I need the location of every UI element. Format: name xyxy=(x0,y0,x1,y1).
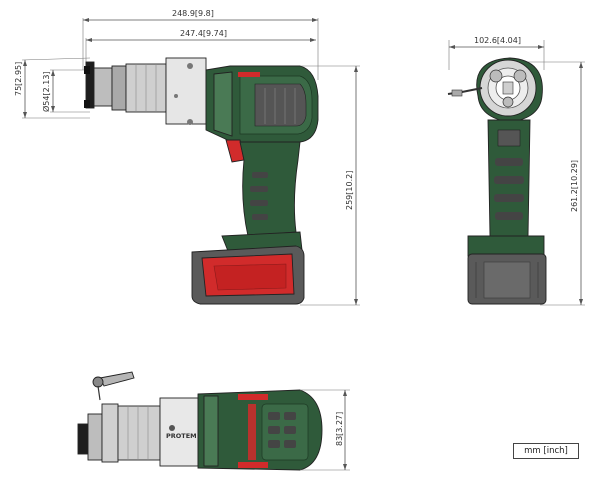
brand-label: PROTEM xyxy=(166,432,197,440)
front-grip xyxy=(487,119,531,237)
front-head xyxy=(447,57,543,123)
top-chuck: PROTEM xyxy=(77,397,199,467)
side-motor-body xyxy=(205,65,319,143)
front-view: 102.6[4.04] 261.2[10.29] xyxy=(447,36,585,306)
dim-label-overall-length: 248.9[9.8] xyxy=(172,9,214,18)
top-lever xyxy=(92,371,135,401)
dim-label-front-height: 261.2[10.29] xyxy=(570,160,579,212)
unit-legend: mm [inch] xyxy=(513,443,579,459)
side-battery xyxy=(191,231,305,305)
front-battery xyxy=(467,235,547,305)
side-handle xyxy=(225,139,301,237)
dim-label-top-height: 83[3.27] xyxy=(335,412,344,446)
top-motor xyxy=(197,389,323,471)
dim-label-front-width: 102.6[4.04] xyxy=(474,36,521,45)
dim-label-head-height: 75[2.95] xyxy=(14,62,23,96)
dim-label-inner-length: 247.4[9.74] xyxy=(180,29,227,38)
dim-label-head-dia: Ø54[2.13] xyxy=(41,71,51,112)
side-view: 248.9[9.8] 247.4[9.74] 75[2.95] Ø54[2.13… xyxy=(14,9,360,306)
top-view: PROTEM 83[3.27] xyxy=(77,371,350,471)
side-chuck xyxy=(84,57,207,125)
dim-label-total-height: 259[10.2] xyxy=(345,171,354,210)
